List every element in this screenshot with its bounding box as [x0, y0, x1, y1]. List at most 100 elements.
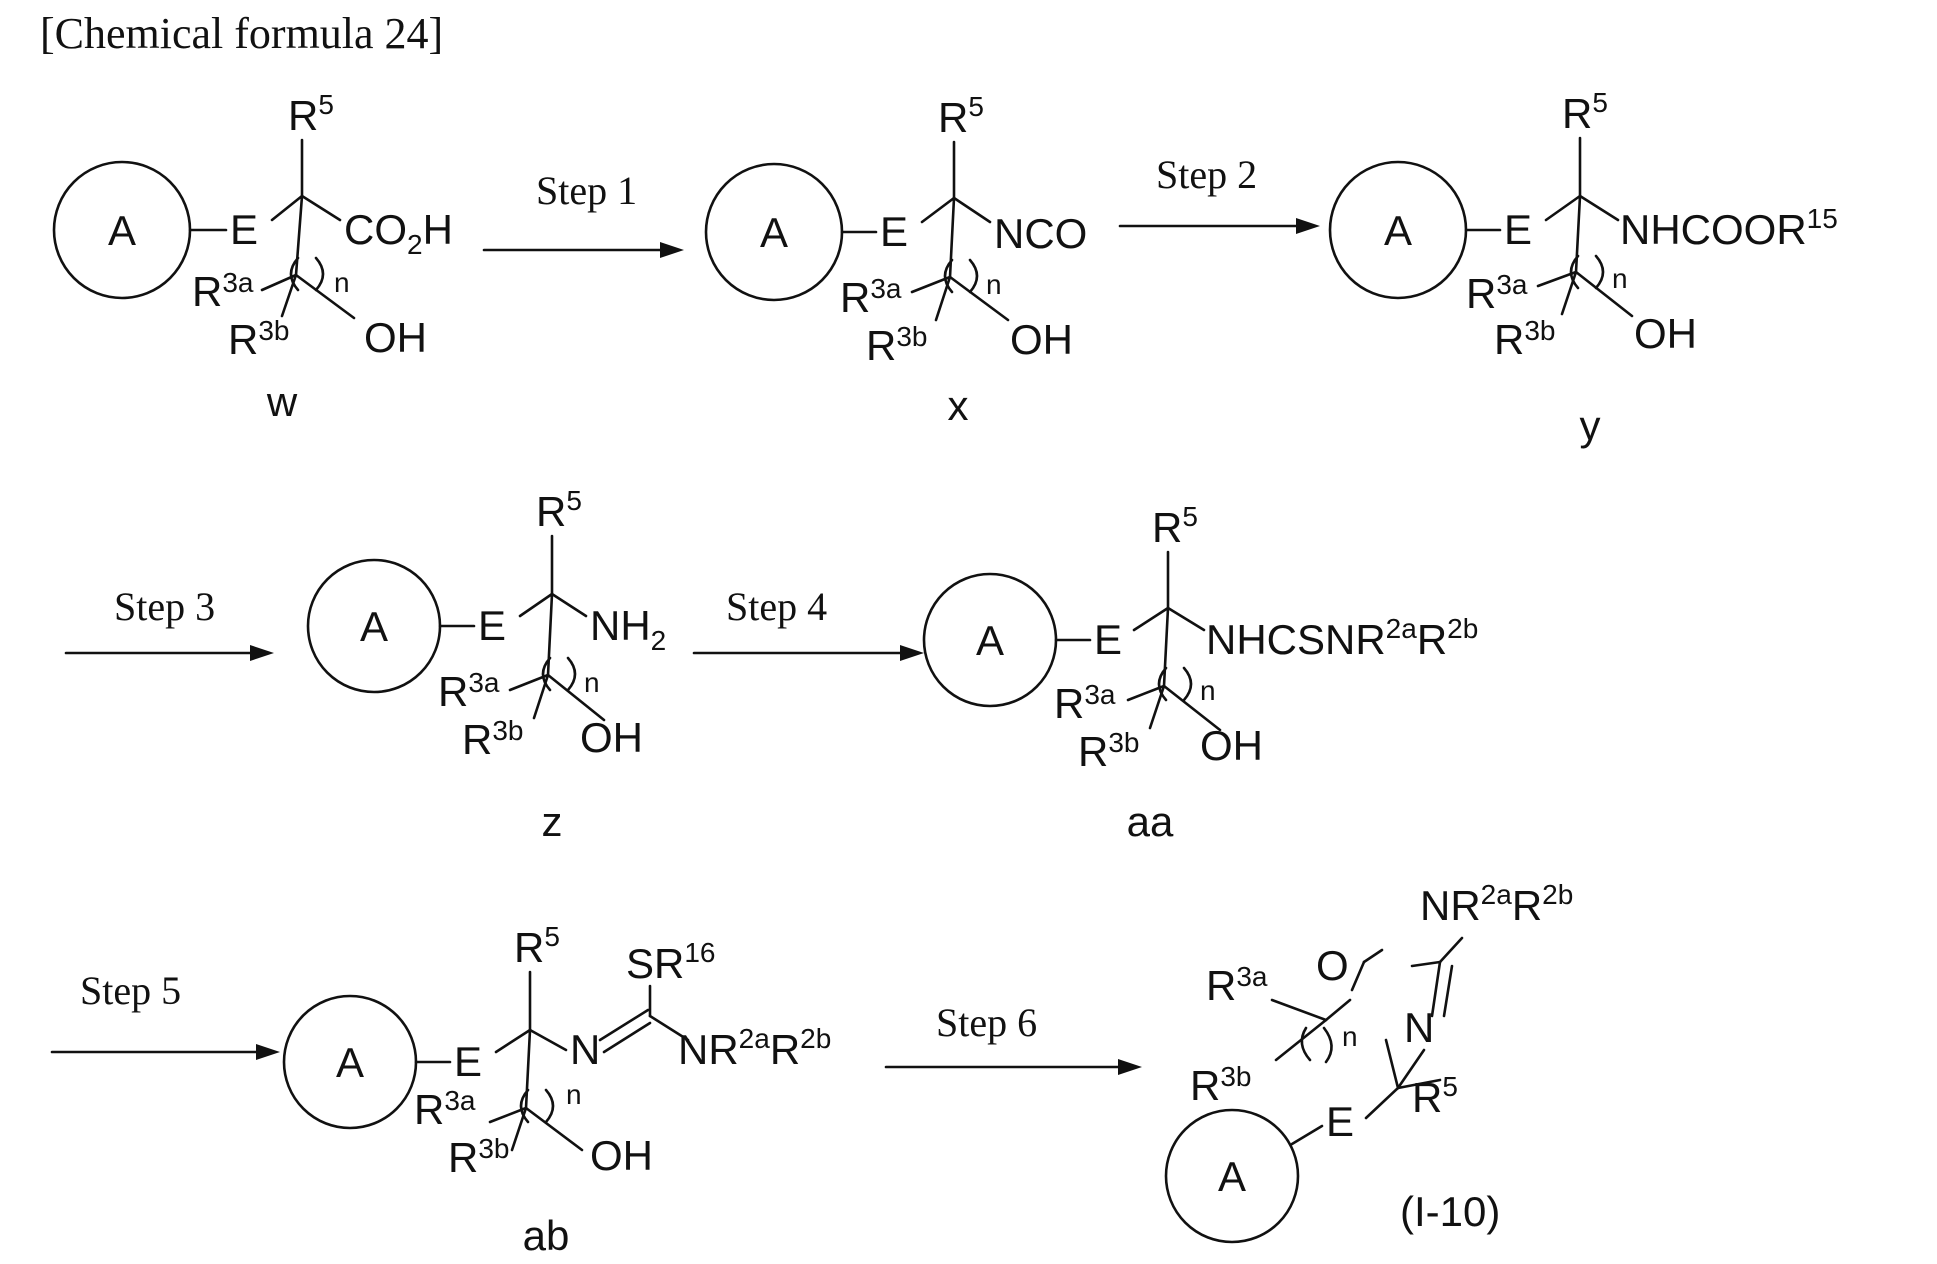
i10-o: O: [1316, 942, 1349, 989]
arrowhead-step-4: [900, 645, 924, 661]
svg-text:NR2aR2b: NR2aR2b: [1420, 879, 1573, 929]
svg-text:R5: R5: [536, 485, 582, 535]
ab-r3a: R: [414, 1086, 444, 1133]
svg-text:R3a: R3a: [840, 273, 902, 321]
w-r3a: R: [192, 268, 222, 315]
ring-a-label-w: A: [108, 207, 136, 254]
aa-nhcsnr: NHCSNR: [1206, 616, 1386, 663]
svg-text:R5: R5: [288, 89, 334, 139]
z-nh2: NH: [590, 602, 651, 649]
x-e: E: [880, 208, 908, 255]
svg-text:R5: R5: [938, 91, 984, 141]
z-e: E: [478, 602, 506, 649]
compound-x-label: x: [948, 382, 969, 429]
x-n: n: [986, 269, 1002, 300]
x-r5: R: [938, 94, 968, 141]
z-r3b: R: [462, 716, 492, 763]
svg-text:R5: R5: [1412, 1071, 1458, 1121]
y-e: E: [1504, 206, 1532, 253]
ab-r5: R: [514, 924, 544, 971]
w-n: n: [334, 267, 350, 298]
w-e: E: [230, 206, 258, 253]
step-5-label: Step 5: [80, 968, 181, 1013]
compound-w-label: w: [266, 378, 298, 425]
w-oh: OH: [364, 314, 427, 361]
w-r3b: R: [228, 316, 258, 363]
ab-oh: OH: [590, 1132, 653, 1179]
svg-text:R3a: R3a: [438, 667, 500, 715]
svg-text:R3b: R3b: [1494, 315, 1556, 363]
svg-text:NHCOOR15: NHCOOR15: [1620, 203, 1838, 253]
w-r5: R: [288, 92, 318, 139]
y-n: n: [1612, 263, 1628, 294]
compound-i10-label: (I-10): [1400, 1188, 1500, 1235]
step-4-label: Step 4: [726, 584, 827, 629]
step-1-label: Step 1: [536, 168, 637, 213]
arrowhead-step-6: [1118, 1059, 1142, 1075]
svg-text:R3a: R3a: [414, 1085, 476, 1133]
i10-nr2ar2b: NR: [1420, 882, 1481, 929]
svg-text:R3b: R3b: [1078, 727, 1140, 775]
ring-a-label-x: A: [760, 209, 788, 256]
svg-text:R5: R5: [1152, 501, 1198, 551]
compound-y-label: y: [1580, 402, 1601, 449]
i10-n: N: [1404, 1004, 1434, 1051]
svg-text:R3b: R3b: [1190, 1061, 1252, 1109]
step-6-label: Step 6: [936, 1000, 1037, 1045]
aa-oh: OH: [1200, 722, 1263, 769]
arrowhead-step-2: [1296, 218, 1320, 234]
ab-e: E: [454, 1038, 482, 1085]
svg-text:R5: R5: [1562, 87, 1608, 137]
step-3-label: Step 3: [114, 584, 215, 629]
z-r5: R: [536, 488, 566, 535]
ring-a-label-i10: A: [1218, 1153, 1246, 1200]
i10-r3a: R: [1206, 962, 1236, 1009]
svg-text:R3b: R3b: [462, 715, 524, 763]
i10-n-index: n: [1342, 1021, 1358, 1052]
svg-text:NHCSNR2aR2b: NHCSNR2aR2b: [1206, 613, 1478, 663]
x-r3b: R: [866, 322, 896, 369]
step-2-label: Step 2: [1156, 152, 1257, 197]
i10-e: E: [1326, 1098, 1354, 1145]
ring-a-label-aa: A: [976, 617, 1004, 664]
x-r3a: R: [840, 274, 870, 321]
z-r3a: R: [438, 668, 468, 715]
z-n: n: [584, 667, 600, 698]
x-oh: OH: [1010, 316, 1073, 363]
ring-a-label-z: A: [360, 603, 388, 650]
y-r3b: R: [1494, 316, 1524, 363]
compound-ab-label: ab: [523, 1212, 570, 1259]
svg-text:CO2H: CO2H: [344, 206, 453, 260]
i10-r5: R: [1412, 1074, 1442, 1121]
svg-text:R3b: R3b: [228, 315, 290, 363]
svg-text:R3a: R3a: [1206, 961, 1268, 1009]
aa-r3b: R: [1078, 728, 1108, 775]
svg-text:R3a: R3a: [192, 267, 254, 315]
svg-text:NR2aR2b: NR2aR2b: [678, 1023, 831, 1073]
y-oh: OH: [1634, 310, 1697, 357]
y-r5: R: [1562, 90, 1592, 137]
arrowhead-step-3: [250, 645, 274, 661]
aa-e: E: [1094, 616, 1122, 663]
svg-text:R3a: R3a: [1054, 679, 1116, 727]
aa-r5: R: [1152, 504, 1182, 551]
z-oh: OH: [580, 714, 643, 761]
ab-n-imine: N: [570, 1026, 600, 1073]
aa-r3a: R: [1054, 680, 1084, 727]
svg-text:R3a: R3a: [1466, 269, 1528, 317]
svg-text:SR16: SR16: [626, 937, 716, 987]
ring-a-label-ab: A: [336, 1039, 364, 1086]
ab-nr2ar2b: NR: [678, 1026, 739, 1073]
compound-z-label: z: [542, 798, 563, 845]
svg-text:NH2: NH2: [590, 602, 666, 656]
ring-a-label-y: A: [1384, 207, 1412, 254]
arrowhead-step-1: [660, 242, 684, 258]
y-nhcoor15: NHCOOR: [1620, 206, 1807, 253]
compound-aa-label: aa: [1127, 798, 1174, 845]
i10-r3b: R: [1190, 1062, 1220, 1109]
ab-sr16: SR: [626, 940, 684, 987]
arrowhead-step-5: [256, 1044, 280, 1060]
svg-text:R3b: R3b: [866, 321, 928, 369]
ab-n: n: [566, 1079, 582, 1110]
